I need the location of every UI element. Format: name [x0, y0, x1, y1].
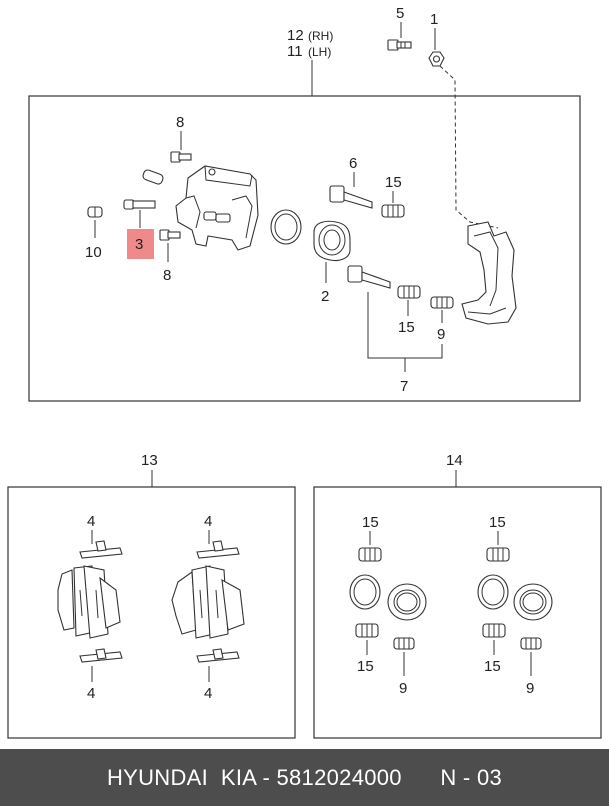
- callout-15-top: 15: [385, 174, 402, 191]
- bolt-part-8-top: [170, 151, 192, 163]
- callout-10: 10: [85, 244, 102, 261]
- callout-11-side: (LH): [308, 45, 331, 59]
- callout-9-a: 9: [399, 680, 407, 697]
- pad-kit-box: [7, 486, 296, 739]
- callout-6: 6: [349, 155, 357, 172]
- bushing-kit-15-lower-left: [355, 623, 379, 638]
- footer-page-code: N - 03: [440, 765, 503, 790]
- callout-15-b: 15: [357, 658, 374, 675]
- callout-8-top: 8: [176, 114, 184, 131]
- bolt-part-5: [387, 39, 412, 51]
- bushing-part-15-top: [381, 204, 405, 218]
- seal-ring-kit-left: [349, 574, 381, 610]
- boot-kit-9-left: [393, 637, 415, 650]
- callout-8-bottom: 8: [163, 267, 171, 284]
- bleeder-screw-part-3: [123, 199, 156, 210]
- pad-shim-clip-lower-right: [196, 648, 240, 663]
- callout-15-a: 15: [362, 514, 379, 531]
- callout-2: 2: [321, 288, 329, 305]
- brake-pad-right-set: [171, 565, 245, 639]
- caliper-assembly-box: [28, 95, 581, 402]
- footer-brand-part-number: HYUNDAI KIA - 5812024000: [106, 765, 402, 790]
- piston-boot-kit-left: [387, 583, 427, 621]
- callout-3: 3: [135, 236, 143, 253]
- guide-pin-part-6: [329, 185, 373, 209]
- dashed-guide-line: [439, 65, 499, 229]
- footer-bar: HYUNDAI KIA - 5812024000 N - 03: [0, 749, 609, 806]
- callout-4-d: 4: [204, 685, 212, 702]
- callout-12-side: (RH): [308, 29, 333, 43]
- guide-pin-part-lower: [347, 265, 391, 289]
- callout-15-mid: 15: [398, 319, 415, 336]
- bushing-kit-15-upper-left: [358, 547, 382, 562]
- brake-pad-left-set: [57, 565, 121, 639]
- callout-11: 11: [287, 43, 303, 60]
- pad-shim-clip-lower-left: [79, 648, 123, 663]
- bleeder-cap-part: [142, 169, 164, 185]
- seal-kit-box: [313, 486, 602, 739]
- callout-15-d: 15: [484, 658, 501, 675]
- footer-spacer: [402, 765, 440, 790]
- piston-part-2: [313, 220, 351, 262]
- callout-13: 13: [141, 452, 158, 469]
- nut-part-1: [428, 51, 445, 67]
- highlight-box-3: [127, 229, 154, 259]
- callout-7: 7: [400, 378, 408, 395]
- bushing-kit-15-lower-right: [482, 623, 506, 638]
- callout-4-b: 4: [87, 685, 95, 702]
- callout-9-b: 9: [526, 680, 534, 697]
- callout-12: 12: [287, 27, 304, 44]
- pad-shim-clip-upper-right: [196, 540, 240, 559]
- callout-1: 1: [430, 11, 438, 28]
- bushing-kit-15-upper-right: [486, 547, 510, 562]
- callout-14: 14: [446, 452, 463, 469]
- boot-kit-9-right: [520, 637, 542, 650]
- caliper-body-part: [175, 165, 259, 251]
- cap-part-10: [87, 206, 103, 218]
- callout-5: 5: [396, 5, 404, 22]
- callout-4-a: 4: [87, 513, 95, 530]
- bolt-part-8-bottom: [159, 229, 181, 241]
- boot-part-9-mid: [430, 296, 454, 309]
- callout-9-mid: 9: [437, 326, 445, 343]
- bushing-part-15-mid: [397, 285, 421, 299]
- pad-shim-clip-upper-left: [79, 540, 123, 559]
- callout-15-c: 15: [489, 514, 506, 531]
- piston-seal-ring: [270, 209, 302, 245]
- piston-boot-kit-right: [513, 583, 553, 621]
- seal-ring-kit-right: [477, 574, 509, 610]
- callout-4-c: 4: [204, 513, 212, 530]
- caliper-carrier-bracket: [461, 221, 517, 325]
